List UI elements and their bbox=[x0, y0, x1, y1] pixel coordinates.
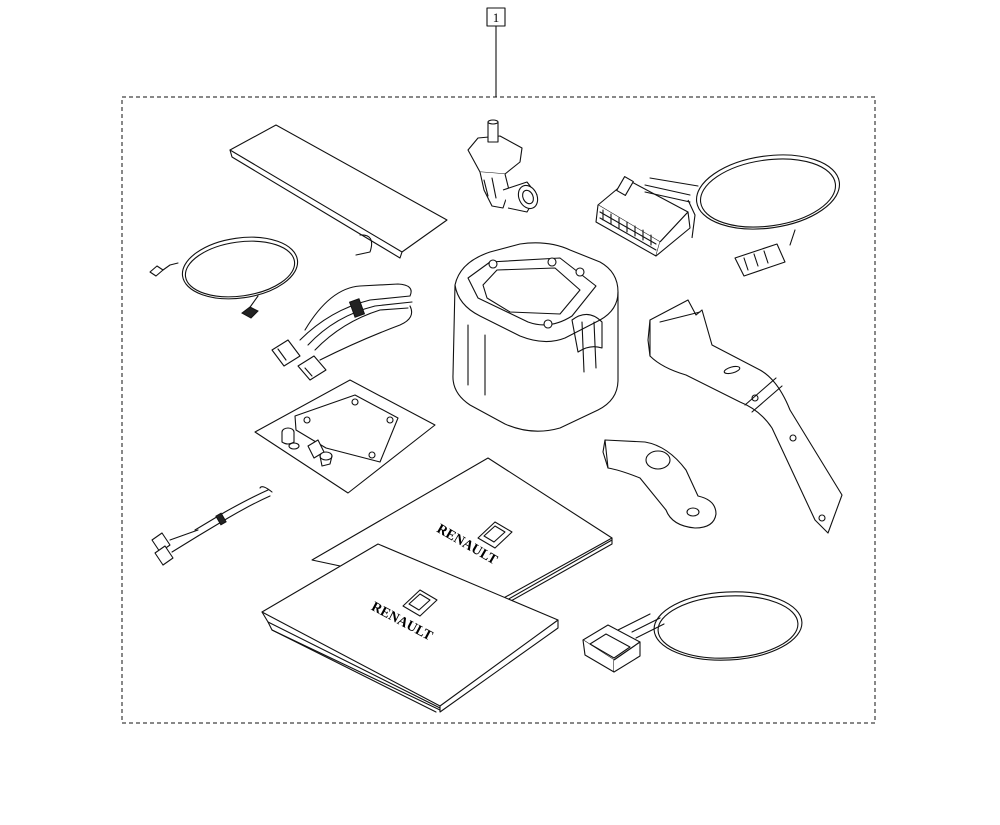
adhesive-strip[interactable] bbox=[229, 124, 448, 259]
loom-connector-a bbox=[271, 339, 301, 367]
template-with-screws[interactable] bbox=[254, 379, 436, 494]
cable-terminal bbox=[241, 306, 259, 319]
mounting-bracket-small[interactable] bbox=[602, 439, 717, 529]
small-wire-harness[interactable] bbox=[151, 486, 273, 566]
brand-logo-back bbox=[477, 521, 513, 549]
callout-1[interactable]: 1 bbox=[486, 7, 506, 98]
connector-harness-main[interactable] bbox=[595, 146, 844, 277]
peel-corner bbox=[355, 234, 373, 256]
callout-number: 1 bbox=[493, 10, 500, 25]
small-plug bbox=[734, 243, 786, 277]
connector-harness-secondary[interactable] bbox=[582, 588, 804, 673]
siren-unit[interactable] bbox=[452, 242, 619, 432]
screws bbox=[281, 427, 333, 467]
mounting-bracket-large[interactable] bbox=[647, 299, 843, 534]
mounting-plate bbox=[294, 394, 399, 463]
manual-front[interactable]: RENAULT bbox=[261, 543, 559, 713]
kit-boundary bbox=[121, 96, 876, 724]
brand-logo-front bbox=[402, 589, 438, 617]
sensor-with-cable[interactable] bbox=[149, 230, 302, 319]
relay[interactable] bbox=[467, 119, 541, 213]
sensor-head bbox=[149, 265, 164, 277]
loom-connector-b bbox=[297, 355, 327, 381]
wire-loom[interactable] bbox=[271, 283, 413, 381]
